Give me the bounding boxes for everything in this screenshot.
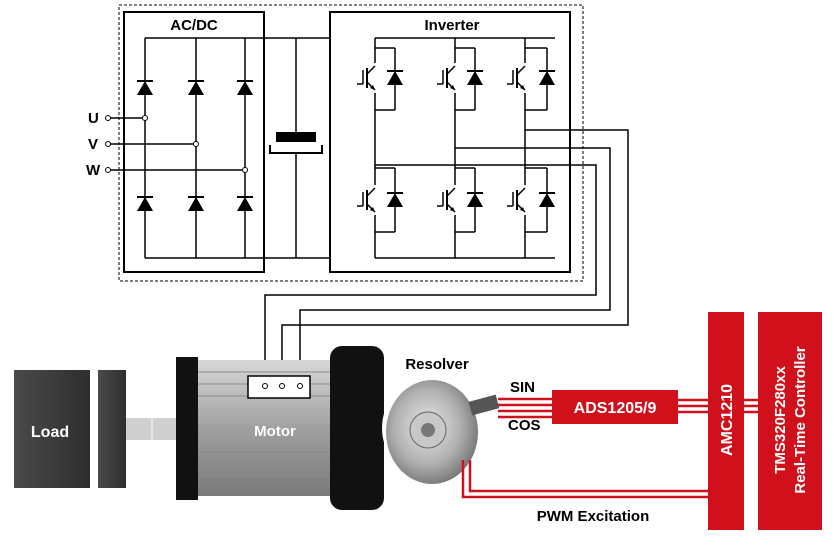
dc-link-capacitor <box>269 38 323 258</box>
acdc-rectifier-block: AC/DC <box>105 11 330 273</box>
pwm-excitation-line <box>461 460 708 499</box>
ads-to-amc-lines <box>678 398 708 414</box>
igbt-switch <box>506 185 529 215</box>
load-block: Load <box>14 370 126 488</box>
amc-to-controller-lines <box>744 398 758 414</box>
amc1210-filter-block: AMC1210 <box>708 312 744 530</box>
inverter-block: Inverter <box>329 11 571 273</box>
motor-phase-wires <box>264 129 629 382</box>
sin-cos-lines <box>498 397 552 419</box>
phase-label-w: W <box>86 162 101 179</box>
phase-label-u: U <box>88 110 99 127</box>
power-stage-frame <box>118 4 584 282</box>
acdc-title: AC/DC <box>170 17 218 34</box>
controller-label-line1: TMS320F280xx <box>772 366 789 474</box>
resolver-label: Resolver <box>405 356 469 373</box>
controller-label-line2: Real-Time Controller <box>792 346 809 493</box>
igbt-switch <box>506 63 529 93</box>
cos-label: COS <box>508 417 541 434</box>
igbt-switch <box>436 185 459 215</box>
amc-label: AMC1210 <box>719 384 736 456</box>
motor-label: Motor <box>254 423 296 440</box>
igbt-switch <box>356 185 379 215</box>
resolver-sensor: Resolver <box>382 356 500 484</box>
sin-label: SIN <box>510 379 535 396</box>
load-label: Load <box>31 424 69 441</box>
igbt-switch <box>356 63 379 93</box>
inverter-title: Inverter <box>424 17 479 34</box>
tms320-controller-block: TMS320F280xx Real-Time Controller <box>758 312 822 530</box>
motor-body: Motor <box>176 346 384 510</box>
pwm-label: PWM Excitation <box>537 508 650 525</box>
ads1205-adc-block: ADS1205/9 <box>552 390 678 424</box>
igbt-switch <box>436 63 459 93</box>
ads-label: ADS1205/9 <box>574 400 657 417</box>
phase-label-v: V <box>88 136 98 153</box>
